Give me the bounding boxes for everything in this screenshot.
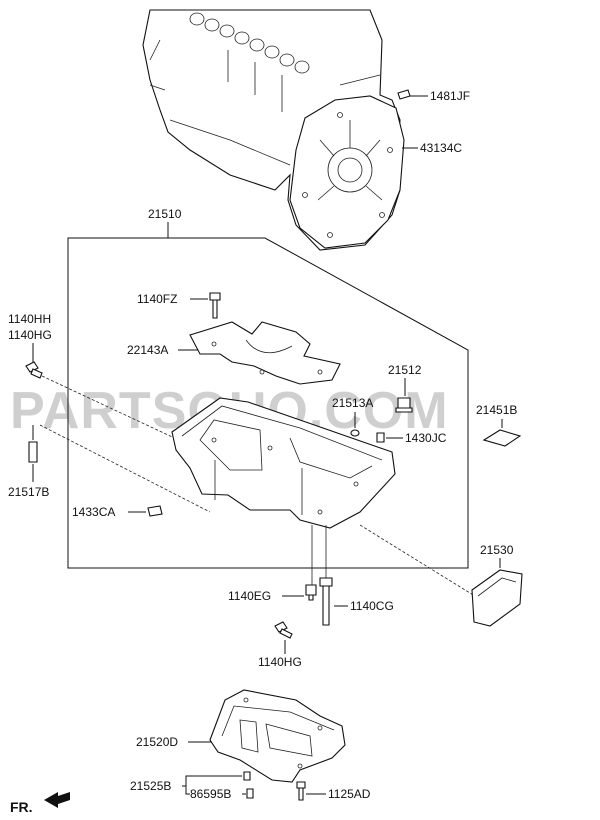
label-1140fz: 1140FZ [137,292,177,306]
label-21512: 21512 [388,363,422,377]
label-1433ca: 1433CA [72,505,115,519]
label-1140hg-top: 1140HG [8,328,52,342]
label-1140cg: 1140CG [350,599,394,613]
bolt-1125ad-icon [296,781,306,801]
label-21510: 21510 [148,207,182,221]
baffle-plate-22143a-icon [189,321,341,385]
stud-21525b-icon [243,771,251,781]
label-1140hh: 1140HH [8,312,51,326]
front-direction-label: FR. [10,799,33,815]
bolt-1140fz-icon [209,292,221,319]
assembly-frame-21510 [67,237,469,569]
label-1481jf: 1481JF [430,89,470,103]
gasket-21513a-icon [350,429,360,437]
label-86595b: 86595B [190,787,231,801]
label-22143a: 22143A [127,343,168,357]
front-direction-arrow-icon [44,792,70,808]
bracket-21451b-icon [482,429,522,447]
label-21517b: 21517B [8,485,49,499]
plug-1430jc-icon [376,432,385,443]
label-1430jc: 1430JC [405,431,447,445]
label-21513a: 21513A [332,396,373,410]
label-21520d: 21520D [136,735,178,749]
cover-21530-icon [471,569,523,627]
bolt-1481jf-icon [397,89,411,100]
bolt-1140hg-bottom-icon [274,621,293,639]
oil-pan-upper-icon [171,397,396,529]
label-21525b: 21525B [130,779,171,793]
bolt-1140hh-icon [25,361,43,379]
oil-pan-lower-21520d-icon [209,689,346,783]
bolt-1140cg-icon [319,577,333,626]
bolt-1140eg-icon [305,584,317,601]
label-43134c: 43134C [420,141,462,155]
label-21451b: 21451B [476,403,517,417]
plug-1433ca-icon [147,505,163,517]
label-1125ad: 1125AD [328,787,371,801]
engine-block-illustration [142,9,405,251]
plug-86595b-icon [246,788,254,799]
drain-plug-21512-icon [395,397,413,413]
stud-21517b-icon [28,441,38,463]
label-1140hg-bottom: 1140HG [258,655,302,669]
label-21530: 21530 [480,543,514,557]
label-1140eg: 1140EG [228,589,271,603]
